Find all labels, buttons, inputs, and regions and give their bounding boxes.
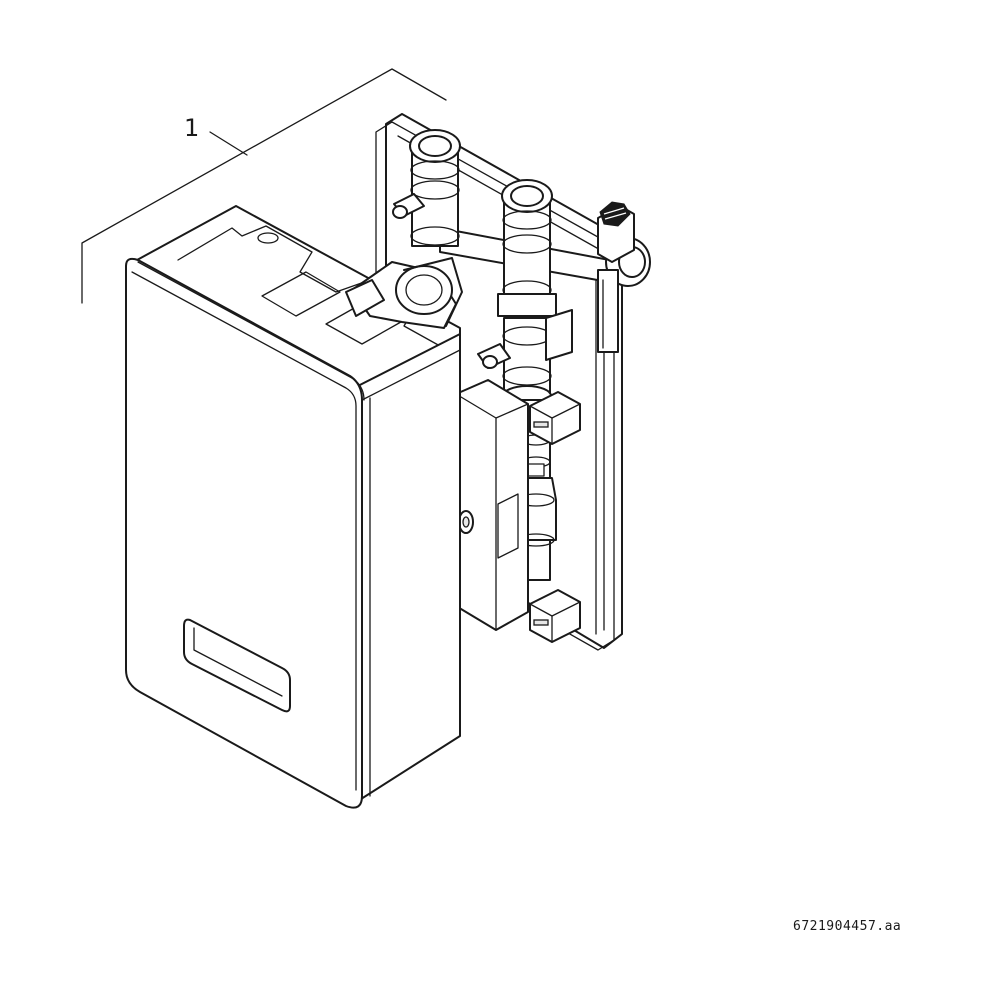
left-valve-assembly <box>392 129 461 247</box>
safety-valve <box>597 201 635 263</box>
drawing-reference-code: 6721904457.aa <box>793 919 902 934</box>
housing-top <box>125 205 463 403</box>
pipe-clamp-lower <box>529 589 581 643</box>
lower-ball-valve <box>477 309 573 407</box>
callout-bracket <box>81 68 447 304</box>
right-valve-assembly <box>497 179 557 317</box>
callout-number: 1 <box>184 114 200 142</box>
pump-module <box>455 379 529 631</box>
housing-body <box>125 257 461 809</box>
pipe-clamp-upper <box>529 391 581 445</box>
